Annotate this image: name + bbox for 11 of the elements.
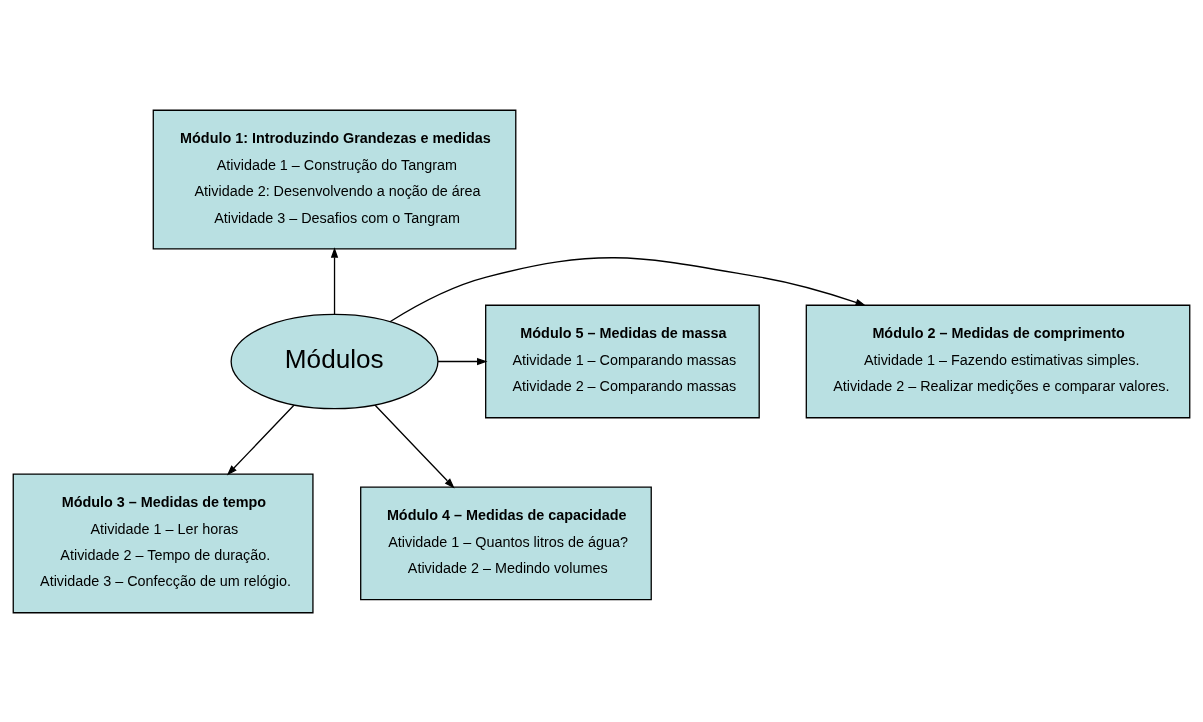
- arrow: [437, 357, 488, 365]
- node-box: Módulo 5 – Medidas de massa Atividade 1 – Comparando massas Atividade 2 – Comparando massas: [485, 304, 760, 418]
- arrow: [330, 246, 339, 315]
- arrow: [226, 404, 295, 475]
- arrow: [389, 256, 867, 322]
- node-box: Módulo 1: Introduzindo Grandezas e medidas Atividade 1 – Construção do Tangram Atividade 2: Desenvolvendo a noção de área Atividade 3 – Desafios com o Tangram: [152, 109, 517, 250]
- node-box: Módulo 2 – Medidas de comprimento Atividade 1 – Fazendo estimativas simples. Atividade 2 – Realizar medições e comparar valores.: [805, 304, 1191, 418]
- arrow: [374, 404, 455, 488]
- node-box: Módulo 4 – Medidas de capacidade Atividade 1 – Quantos litros de água? Atividade 2 – Medindo volumes: [360, 485, 652, 600]
- node-ellipse: Módulos: [230, 313, 439, 409]
- node-box: Módulo 3 – Medidas de tempo Atividade 1 – Ler horas Atividade 2 – Tempo de duração. Atividade 3 – Confecção de um relógio.: [12, 472, 314, 613]
